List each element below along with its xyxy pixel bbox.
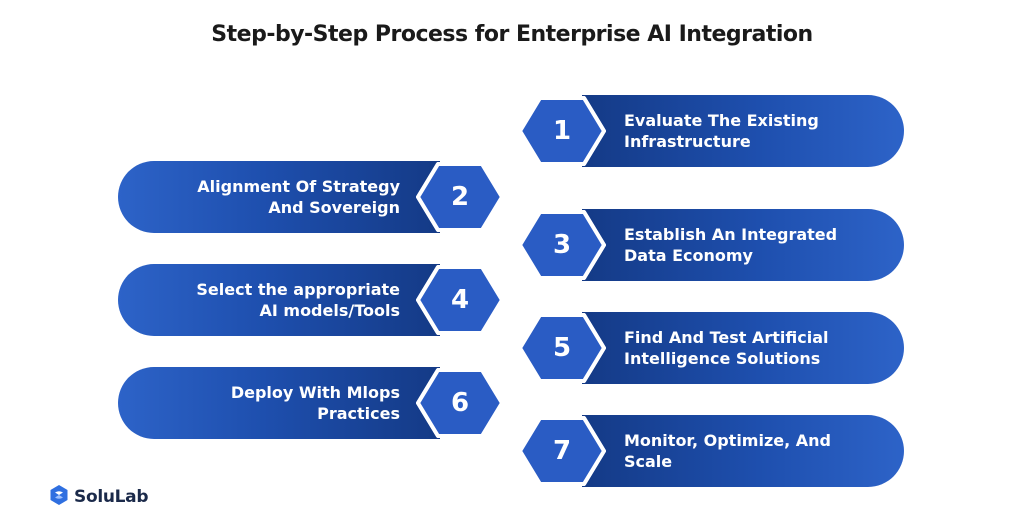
solulab-logo: SoluLab — [48, 484, 149, 510]
step-6-number: 6 — [450, 388, 470, 418]
step-3-pill: Establish An Integrated Data Economy — [582, 209, 904, 281]
solulab-logo-text: SoluLab — [74, 487, 149, 507]
step-6: Deploy With Mlops Practices 6 — [118, 367, 504, 439]
step-4-label-line2: AI models/Tools — [259, 301, 400, 320]
solulab-logo-icon — [48, 484, 70, 510]
step-4: Select the appropriate AI models/Tools 4 — [118, 264, 504, 336]
step-4-pill: Select the appropriate AI models/Tools — [118, 264, 440, 336]
step-3-number: 3 — [552, 230, 572, 260]
page-title: Step-by-Step Process for Enterprise AI I… — [211, 22, 813, 47]
step-2-number: 2 — [450, 182, 470, 212]
step-4-hexagon: 4 — [416, 264, 504, 336]
step-4-number: 4 — [450, 285, 470, 315]
step-6-label-line1: Deploy With Mlops — [230, 383, 400, 402]
step-7-label-line2: Scale — [624, 452, 673, 471]
step-1: Evaluate The Existing Infrastructure 1 — [518, 95, 904, 167]
step-5-hexagon: 5 — [518, 312, 606, 384]
step-6-label-line2: Practices — [317, 404, 400, 423]
step-1-label-line1: Evaluate The Existing — [624, 111, 819, 130]
step-4-label-line1: Select the appropriate — [196, 280, 400, 299]
step-2-label-line1: Alignment Of Strategy — [197, 177, 400, 196]
step-7-pill: Monitor, Optimize, And Scale — [582, 415, 904, 487]
step-1-number: 1 — [552, 116, 572, 146]
step-2: Alignment Of Strategy And Sovereign 2 — [118, 161, 504, 233]
step-7: Monitor, Optimize, And Scale 7 — [518, 415, 904, 487]
step-6-hexagon: 6 — [416, 367, 504, 439]
step-5-label-line2: Intelligence Solutions — [624, 349, 821, 368]
step-7-number: 7 — [552, 436, 572, 466]
step-1-hexagon: 1 — [518, 95, 606, 167]
step-7-label-line1: Monitor, Optimize, And — [624, 431, 831, 450]
step-5-number: 5 — [552, 333, 572, 363]
step-5: Find And Test Artificial Intelligence So… — [518, 312, 904, 384]
step-2-label-line2: And Sovereign — [268, 198, 400, 217]
step-3-hexagon: 3 — [518, 209, 606, 281]
step-3: Establish An Integrated Data Economy 3 — [518, 209, 904, 281]
step-5-label-line1: Find And Test Artificial — [624, 328, 829, 347]
step-7-hexagon: 7 — [518, 415, 606, 487]
step-1-label-line2: Infrastructure — [624, 132, 751, 151]
step-6-pill: Deploy With Mlops Practices — [118, 367, 440, 439]
step-3-label-line1: Establish An Integrated — [624, 225, 838, 244]
step-3-label-line2: Data Economy — [624, 246, 753, 265]
step-5-pill: Find And Test Artificial Intelligence So… — [582, 312, 904, 384]
step-2-hexagon: 2 — [416, 161, 504, 233]
step-2-pill: Alignment Of Strategy And Sovereign — [118, 161, 440, 233]
step-1-pill: Evaluate The Existing Infrastructure — [582, 95, 904, 167]
